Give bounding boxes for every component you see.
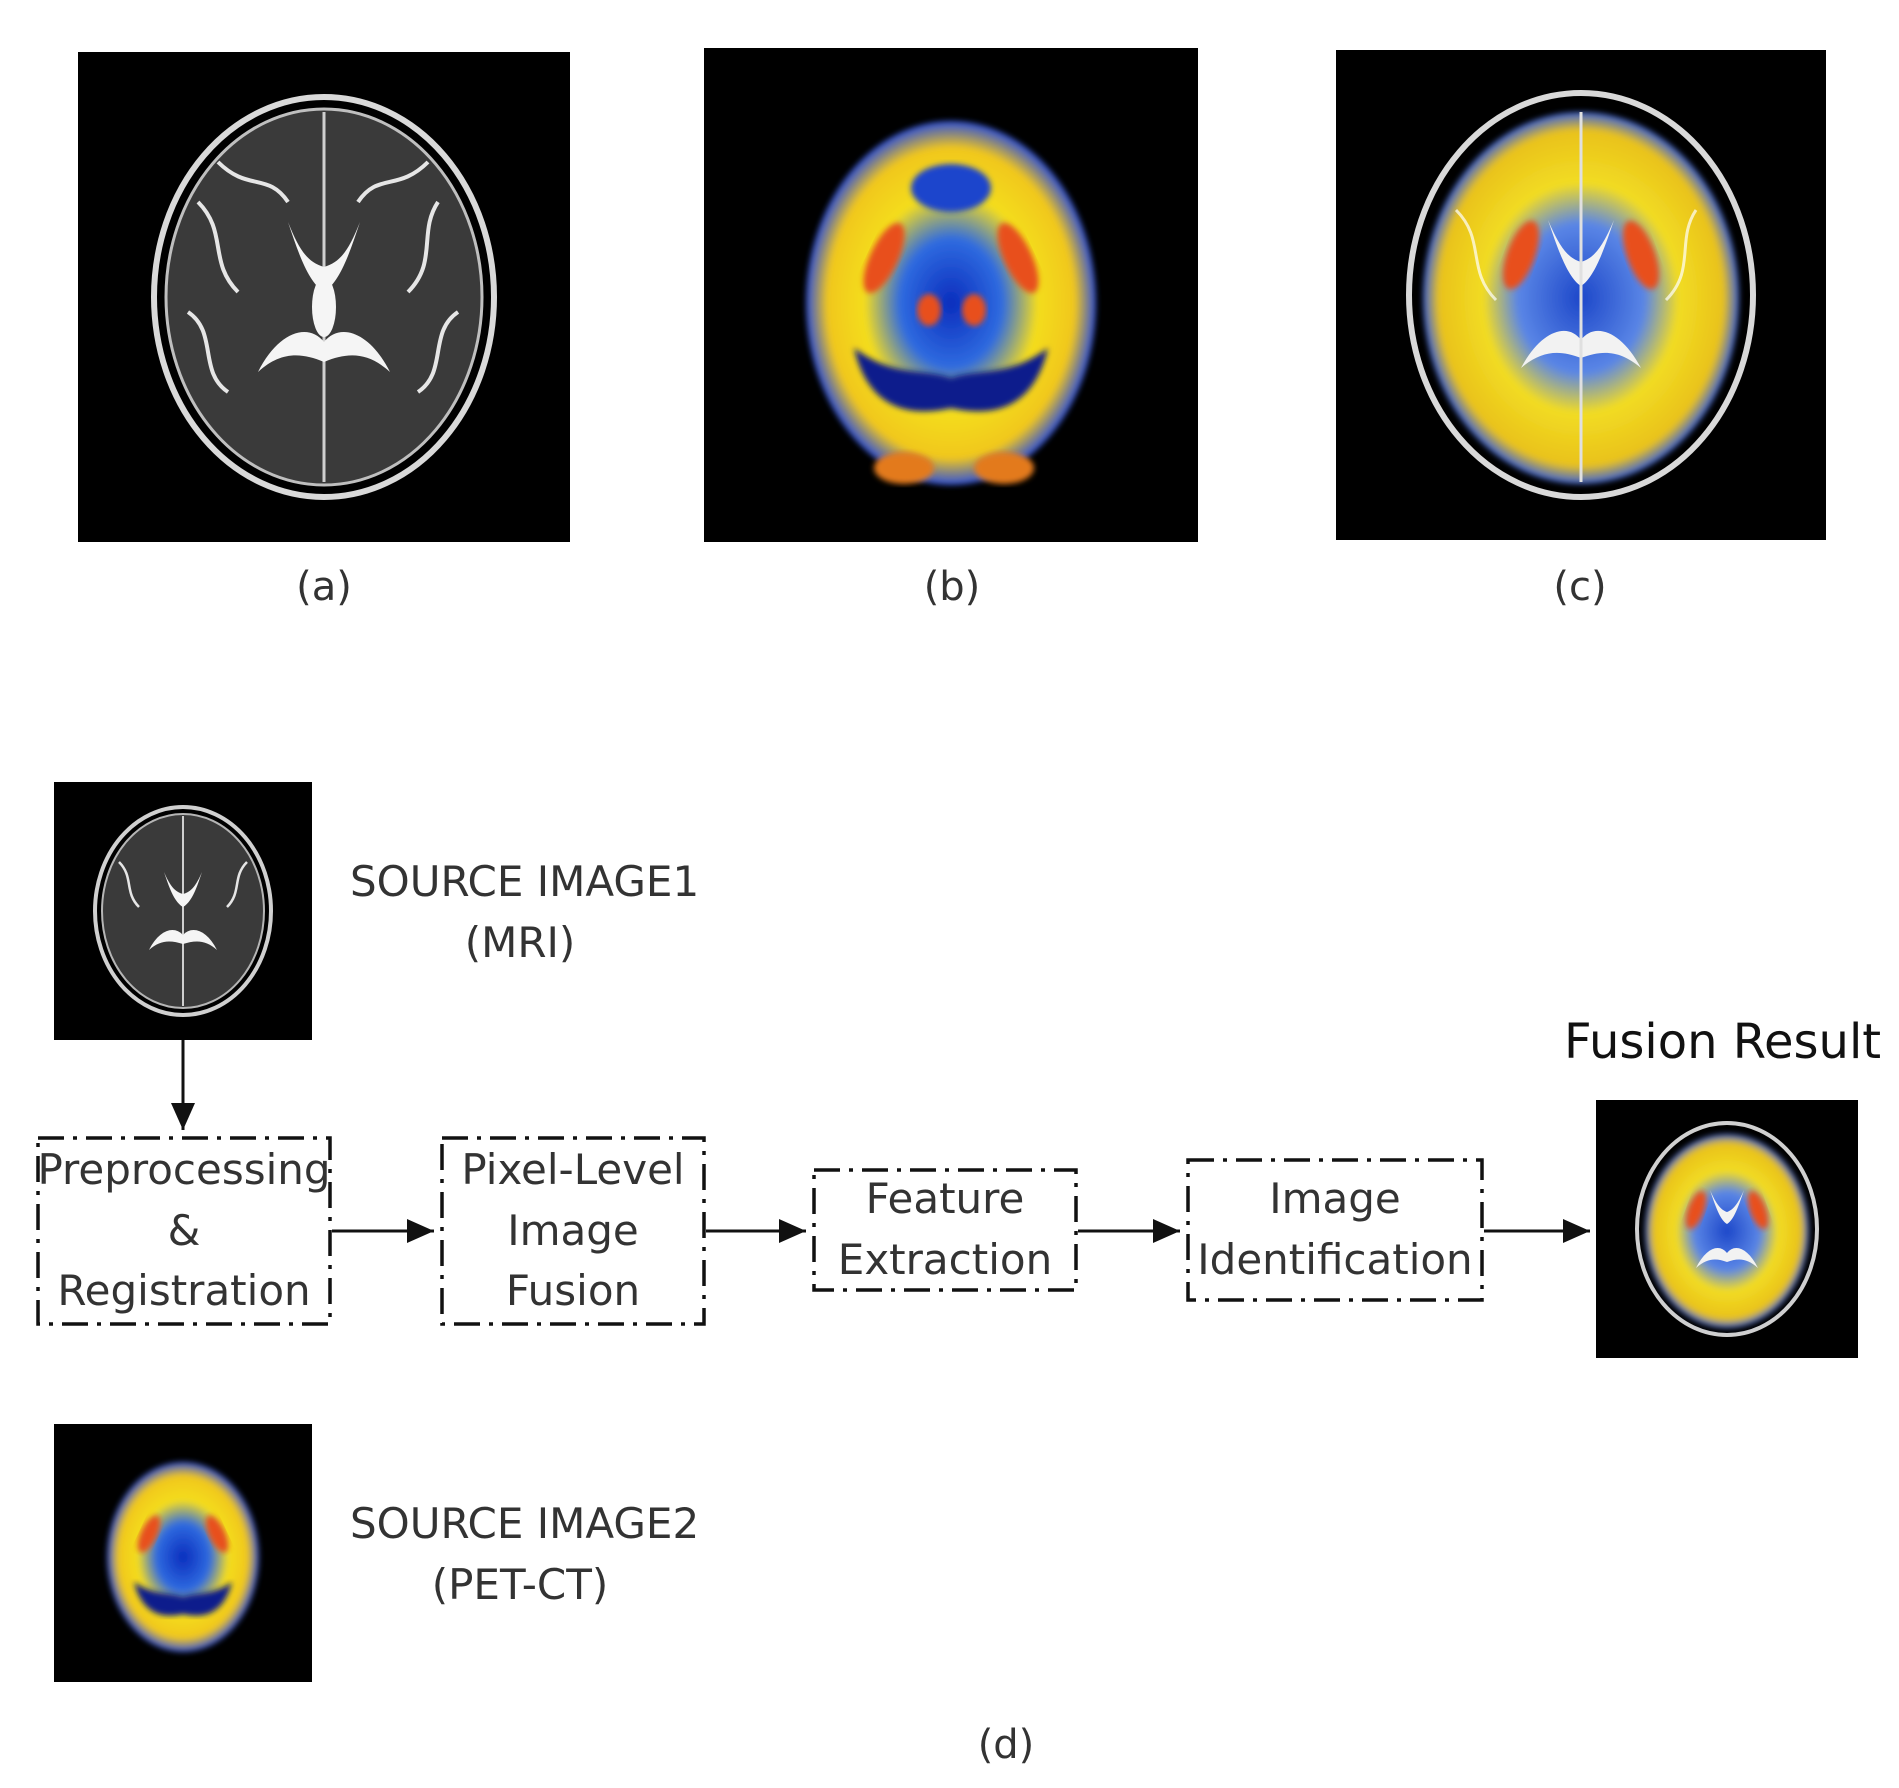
source-image1-label: SOURCE IMAGE1 (MRI) [350, 852, 699, 974]
source-image1-thumbnail [54, 782, 312, 1040]
caption-b: (b) [923, 564, 981, 610]
stage-line: Preprocessing [37, 1144, 331, 1194]
caption-d: (d) [977, 1722, 1035, 1768]
fused-brain-graphic [1406, 90, 1756, 500]
stage-line: Fusion [505, 1266, 641, 1316]
stage-image-identification: Image Identification [1186, 1158, 1484, 1302]
source-image2-thumbnail [54, 1424, 312, 1682]
stage-border [440, 1136, 706, 1326]
stage-pixel-level-fusion: Pixel-Level Image Fusion [440, 1136, 706, 1326]
stage-line: Image [507, 1205, 639, 1255]
source-image2-label: SOURCE IMAGE2 (PET-CT) [350, 1494, 699, 1616]
caption-c: (c) [1553, 564, 1607, 610]
mri-image-a [78, 52, 570, 542]
stage-line: Identification [1197, 1235, 1473, 1284]
stage-line: Extraction [837, 1235, 1053, 1284]
caption-a: (a) [296, 564, 352, 610]
stage-border [36, 1136, 332, 1326]
stage-preprocessing-registration: Preprocessing & Registration [36, 1136, 332, 1326]
source-image1-title: SOURCE IMAGE1 [350, 857, 700, 906]
source-image2-modality: (PET-CT) [431, 1559, 609, 1609]
stage-line: Image [1269, 1174, 1401, 1224]
stage-line: & [167, 1205, 201, 1255]
fused-thumb-graphic [1635, 1121, 1819, 1337]
stage-line: Registration [57, 1266, 311, 1316]
stage-line: Feature [865, 1174, 1025, 1224]
mri-thumb-graphic [93, 805, 273, 1017]
fusion-result-thumbnail [1596, 1100, 1858, 1358]
stage-border [812, 1168, 1078, 1292]
mri-brain-graphic [151, 94, 497, 500]
source-image2-title: SOURCE IMAGE2 [350, 1499, 700, 1548]
source-image1-modality: (MRI) [464, 917, 576, 967]
pet-brain-graphic [806, 121, 1096, 485]
stage-feature-extraction: Feature Extraction [812, 1168, 1078, 1292]
fusion-result-title: Fusion Result [1564, 1014, 1882, 1070]
stage-border [1186, 1158, 1484, 1302]
stage-line: Pixel-Level [461, 1144, 685, 1194]
pet-thumb-graphic [107, 1462, 259, 1652]
fused-image-c [1336, 50, 1826, 540]
pet-image-b [704, 48, 1198, 542]
